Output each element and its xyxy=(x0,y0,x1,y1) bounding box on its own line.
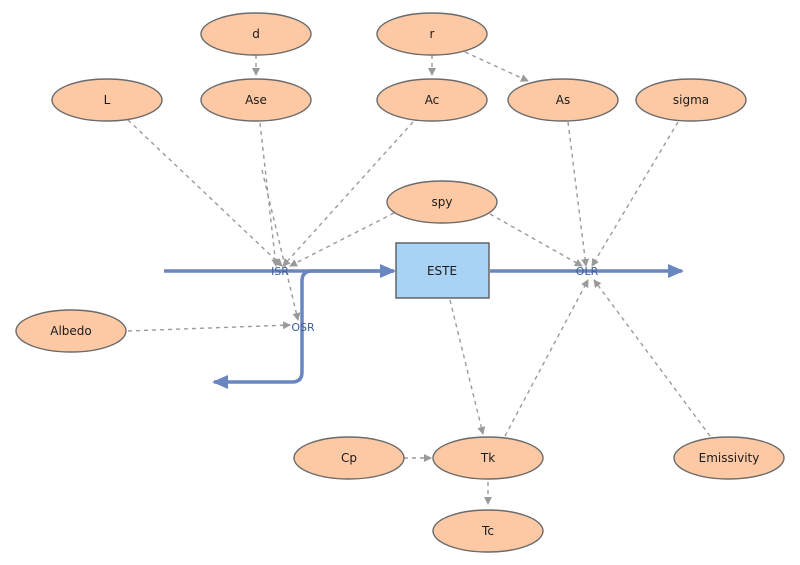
converter-spy[interactable]: spy xyxy=(386,180,498,224)
converter-emissivity[interactable]: Emissivity xyxy=(673,436,785,480)
converter-tc-label: Tc xyxy=(481,524,494,538)
converter-r-label: r xyxy=(430,27,435,41)
isr-flow-label[interactable]: ISR xyxy=(271,265,289,278)
converter-sigma[interactable]: sigma xyxy=(635,78,747,122)
olr-flow-label[interactable]: OLR xyxy=(576,265,599,278)
converter-l[interactable]: L xyxy=(51,78,163,122)
converters: d r L Ase Ac As sigma spy xyxy=(15,12,785,553)
converter-as[interactable]: As xyxy=(507,78,619,122)
converter-tc[interactable]: Tc xyxy=(432,509,544,553)
osr-flow-pipe xyxy=(212,269,394,389)
link-l-isr xyxy=(127,119,283,267)
converter-spy-label: spy xyxy=(432,195,453,209)
link-emissivity-olr xyxy=(593,279,711,437)
converter-ac[interactable]: Ac xyxy=(376,78,488,122)
connector-links xyxy=(127,51,711,505)
converter-d-label: d xyxy=(252,27,260,41)
link-este-tk xyxy=(449,299,486,435)
converter-ase[interactable]: Ase xyxy=(200,78,312,122)
stock-este[interactable]: ESTE xyxy=(395,242,490,299)
link-tk-olr xyxy=(504,279,589,437)
link-as-olr xyxy=(567,121,590,267)
converter-cp[interactable]: Cp xyxy=(293,436,405,480)
converter-d[interactable]: d xyxy=(200,12,312,56)
converter-tk[interactable]: Tk xyxy=(432,436,544,480)
flow-labels: ISR OSR OLR xyxy=(271,265,599,334)
converter-r[interactable]: r xyxy=(376,12,488,56)
link-sigma-olr xyxy=(591,121,679,267)
converter-tk-label: Tk xyxy=(480,451,495,465)
converter-ac-label: Ac xyxy=(425,93,440,107)
link-spy-isr xyxy=(289,212,395,267)
stock-label: ESTE xyxy=(427,264,457,278)
flow-pipes xyxy=(164,264,684,389)
converter-sigma-label: sigma xyxy=(673,93,709,107)
osr-flow-label[interactable]: OSR xyxy=(291,321,315,334)
stock-box xyxy=(395,242,490,299)
converter-ase-label: Ase xyxy=(245,93,267,107)
link-spy-olr xyxy=(489,213,583,267)
converter-emissivity-label: Emissivity xyxy=(699,451,760,465)
link-ase-osr xyxy=(261,169,301,321)
link-albedo-osr xyxy=(127,321,291,332)
converter-l-label: L xyxy=(104,93,111,107)
converter-cp-label: Cp xyxy=(341,451,357,465)
converter-albedo-label: Albedo xyxy=(50,324,92,338)
converter-as-label: As xyxy=(556,93,570,107)
link-ac-isr xyxy=(282,121,414,267)
converter-albedo[interactable]: Albedo xyxy=(15,309,127,353)
link-r-as xyxy=(464,51,529,82)
